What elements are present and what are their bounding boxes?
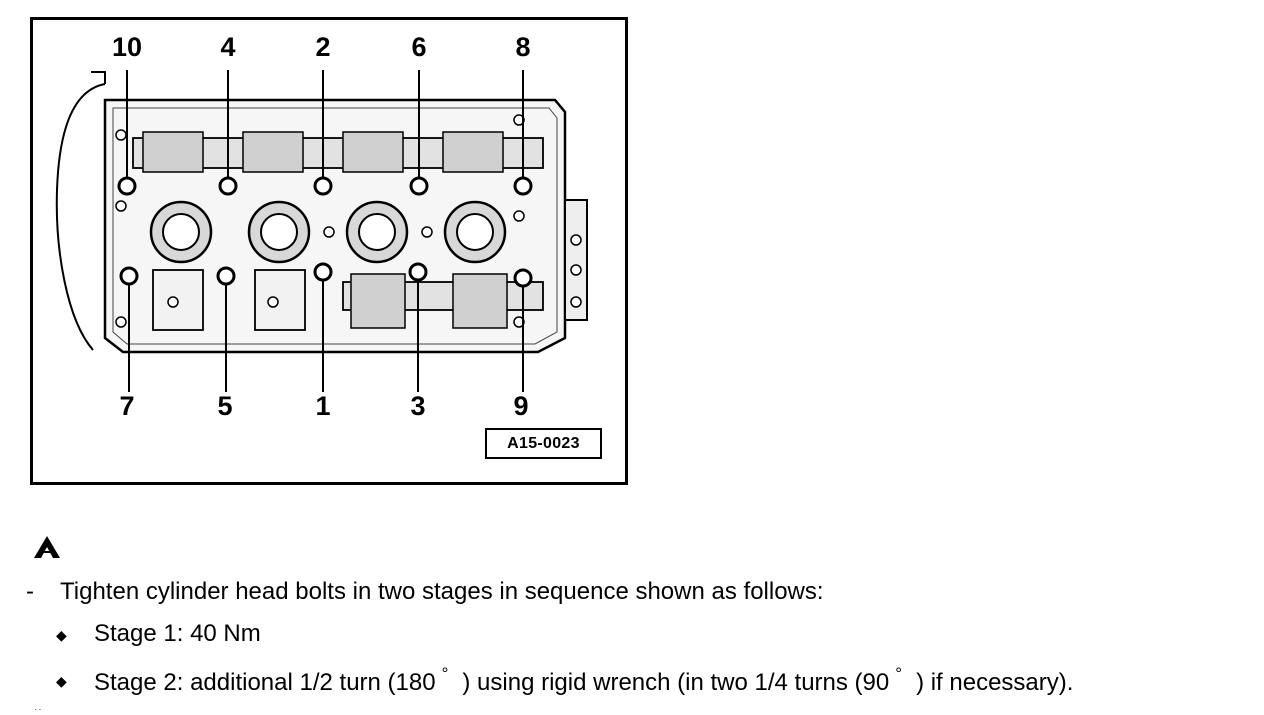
diamond-bullet-icon: ◆ bbox=[56, 627, 67, 643]
stage-2-part-c: ) if necessary). bbox=[916, 669, 1074, 696]
list-dash: - bbox=[26, 578, 34, 605]
trailing-dots: ·· bbox=[34, 704, 43, 715]
instruction-text: Tighten cylinder head bolts in two stage… bbox=[60, 578, 824, 605]
stage-2-part-b: ) using rigid wrench (in two 1/4 turns (… bbox=[462, 669, 890, 696]
stage-2-part-a: Stage 2: additional 1/2 turn (180 bbox=[94, 669, 436, 696]
degree-symbol: ° bbox=[895, 664, 903, 683]
bolt-sequence-number: 5 bbox=[217, 391, 233, 421]
bolt-sequence-number: 6 bbox=[411, 32, 427, 62]
bolt-sequence-number: 1 bbox=[315, 391, 331, 421]
stage-1-text: Stage 1: 40 Nm bbox=[94, 620, 261, 647]
bolt-sequence-number: 7 bbox=[119, 391, 135, 421]
figure-id-label: A15-0023 bbox=[485, 428, 602, 459]
degree-symbol: ° bbox=[441, 664, 449, 683]
stage-2-text: Stage 2: additional 1/2 turn (180 ° ) usin… bbox=[94, 665, 1074, 696]
diamond-bullet-icon: ◆ bbox=[56, 673, 67, 689]
bolt-sequence-number: 2 bbox=[315, 32, 331, 62]
bolt-sequence-number: 9 bbox=[513, 391, 529, 421]
cylinder-head-bolt-sequence-figure: 10 4 2 6 8 7 5 1 3 9 A15-0023 bbox=[30, 17, 628, 485]
bolt-sequence-number: 3 bbox=[410, 391, 426, 421]
bolt-sequence-number: 10 bbox=[111, 32, 143, 62]
bolt-sequence-number: 8 bbox=[515, 32, 531, 62]
caution-triangle-icon bbox=[34, 536, 60, 558]
bolt-sequence-number: 4 bbox=[220, 32, 236, 62]
cylinder-head-drawing bbox=[55, 70, 588, 392]
